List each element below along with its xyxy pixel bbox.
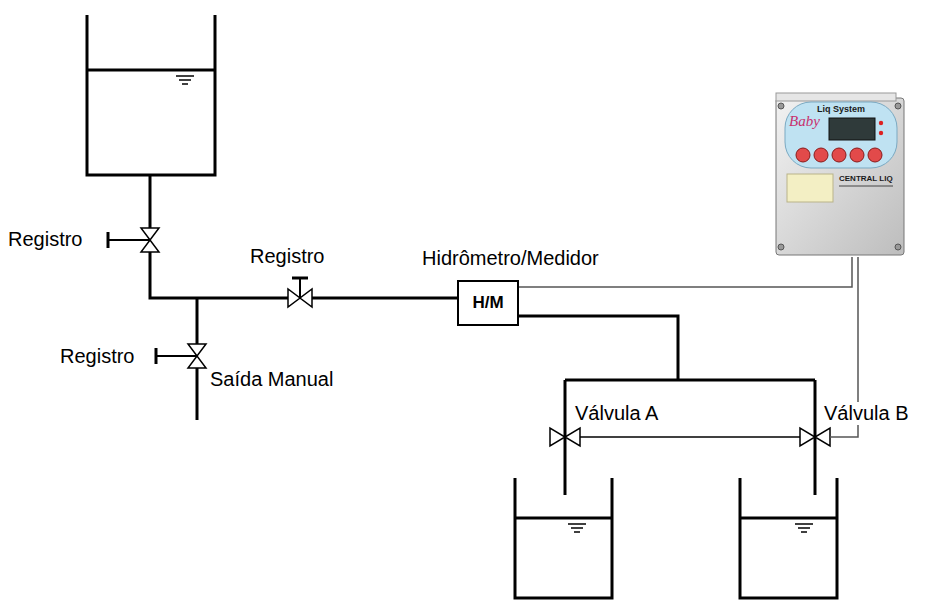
brand-name: Liq System	[817, 104, 865, 114]
pipe	[312, 297, 457, 300]
valve-symbol	[288, 289, 300, 307]
top-tank	[87, 15, 215, 175]
water-symbol	[176, 75, 194, 77]
water-symbol	[571, 527, 583, 529]
valve-label: Registro	[8, 228, 82, 251]
valve-symbol	[141, 228, 159, 240]
valve-symbol	[108, 228, 830, 446]
pipe	[150, 175, 815, 495]
screw-hole	[895, 244, 901, 250]
lower-tank	[515, 478, 837, 598]
front-panel	[785, 102, 897, 168]
lower-tank	[740, 517, 837, 520]
display-screen	[829, 118, 875, 140]
top-tank	[87, 15, 215, 175]
water-symbol	[568, 523, 586, 525]
water-symbol	[798, 527, 810, 529]
valve-symbol	[155, 348, 158, 364]
valve-label: Registro	[250, 245, 324, 268]
valve-symbol	[141, 240, 159, 252]
panel-button	[796, 148, 810, 162]
valve-linkage	[580, 436, 800, 438]
valve-symbol	[107, 232, 110, 248]
water-symbol	[574, 531, 580, 533]
valve-symbol	[300, 289, 312, 307]
pipe	[196, 368, 199, 420]
valve-symbol	[800, 428, 815, 446]
valve-symbol	[156, 355, 197, 357]
screw-hole	[778, 103, 784, 109]
controller-box: Liq SystemBabyCENTRAL LIQ	[775, 92, 905, 257]
water-symbol	[795, 523, 813, 525]
maker-underline	[839, 186, 893, 187]
valve-label: Registro	[60, 345, 134, 368]
pipe	[565, 379, 815, 382]
lower-tank	[515, 517, 612, 520]
valve-symbol	[108, 239, 150, 241]
meter-heading: Hidrômetro/Medidor	[422, 247, 599, 270]
screw-hole	[895, 103, 901, 109]
housing-lid	[776, 93, 896, 101]
valve-symbol	[188, 356, 206, 368]
model-name: Baby	[789, 113, 820, 130]
panel-button	[832, 148, 846, 162]
pipe	[519, 316, 678, 380]
meter-code: H/M	[472, 293, 503, 313]
valve-label: Válvula A	[575, 402, 658, 425]
water-symbol	[179, 79, 191, 81]
maker-name: CENTRAL LIQ	[839, 174, 893, 183]
valve-symbol	[815, 428, 830, 446]
valve-symbol	[550, 428, 565, 446]
pipe	[149, 175, 152, 228]
meter-box: Hidrômetro/MedidorH/M	[457, 280, 519, 326]
valve-symbol	[299, 278, 301, 298]
lower-tank	[515, 478, 612, 598]
valve-label: Válvula B	[822, 402, 911, 425]
valve-symbol	[565, 428, 580, 446]
housing-body	[776, 98, 904, 255]
valve-symbol	[292, 277, 308, 280]
water-symbol	[176, 76, 813, 532]
valve-symbol	[188, 344, 206, 356]
screw-hole	[778, 244, 784, 250]
outlet-label: Saída Manual	[210, 368, 333, 391]
panel-button	[868, 148, 882, 162]
lower-tank	[740, 478, 837, 598]
status-led	[879, 121, 883, 125]
pipe	[196, 298, 199, 344]
top-tank	[87, 69, 215, 72]
water-symbol	[801, 531, 807, 533]
panel-button	[814, 148, 828, 162]
panel-button	[850, 148, 864, 162]
info-sticker	[787, 174, 833, 202]
water-symbol	[182, 83, 188, 85]
status-led	[879, 131, 883, 135]
valve-linkage	[580, 436, 800, 438]
